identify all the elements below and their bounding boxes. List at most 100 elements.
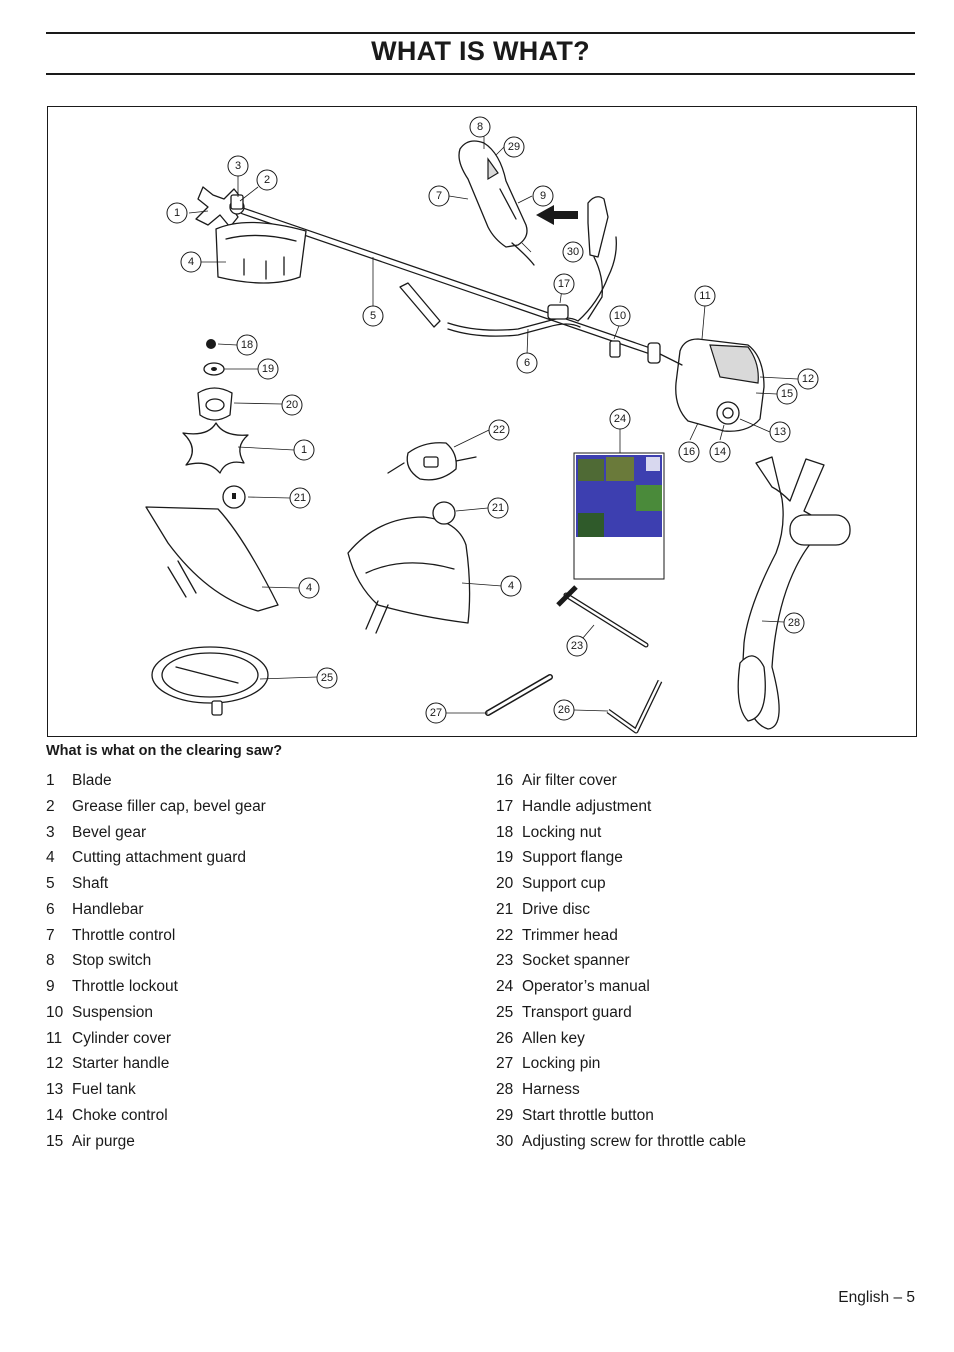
part-label: Throttle control: [72, 926, 176, 944]
svg-text:21: 21: [294, 492, 306, 504]
callout-4b: 4: [298, 577, 320, 599]
part-number: 21: [496, 900, 514, 918]
part-number: 17: [496, 797, 514, 815]
locking-pin: [485, 674, 553, 716]
part-label: Grease filler cap, bevel gear: [72, 797, 266, 815]
callout-24: 24: [609, 408, 631, 430]
svg-text:30: 30: [567, 246, 579, 258]
part-number: 7: [46, 926, 55, 944]
part-label: Suspension: [72, 1003, 154, 1021]
callout-18: 18: [236, 334, 258, 356]
part-label: Air filter cover: [522, 772, 617, 789]
part-label: Cylinder cover: [72, 1029, 172, 1047]
svg-text:20: 20: [286, 399, 298, 411]
callout-29: 29: [503, 136, 525, 158]
blade-guard: [215, 221, 307, 284]
callout-25: 25: [316, 667, 338, 689]
socket-spanner: [556, 585, 649, 648]
part-label: Choke control: [72, 1106, 168, 1124]
part-number: 24: [496, 978, 514, 995]
callout-9: 9: [532, 185, 554, 207]
part-number: 11: [46, 1029, 63, 1047]
svg-text:4: 4: [508, 580, 514, 592]
svg-text:1: 1: [301, 444, 307, 456]
callout-5: 5: [362, 305, 384, 327]
svg-text:25: 25: [321, 672, 333, 684]
locking-nut: [206, 339, 216, 349]
part-number: 25: [496, 1003, 514, 1021]
svg-text:4: 4: [306, 582, 312, 594]
part-list-item: 28 Harness: [496, 1081, 746, 1107]
part-label: Shaft: [72, 875, 109, 892]
part-label: Transport guard: [522, 1003, 632, 1021]
svg-text:22: 22: [493, 424, 505, 436]
callout-13: 13: [769, 421, 791, 443]
part-label: Bevel gear: [72, 823, 147, 841]
part-number: 15: [46, 1132, 64, 1150]
shaft: [239, 207, 660, 357]
callout-21b: 21: [487, 497, 509, 519]
part-number: 9: [46, 978, 55, 995]
svg-text:9: 9: [540, 190, 546, 202]
callout-12: 12: [797, 368, 819, 390]
callout-6: 6: [516, 352, 538, 374]
callout-11: 11: [694, 285, 716, 307]
svg-text:4: 4: [188, 256, 194, 268]
part-label: Harness: [522, 1081, 580, 1098]
part-label: Start throttle button: [522, 1106, 654, 1124]
part-number: 20: [496, 875, 514, 892]
svg-text:24: 24: [614, 413, 626, 425]
svg-text:27: 27: [430, 707, 442, 719]
svg-text:12: 12: [802, 373, 814, 385]
part-label: Adjusting screw for throttle cable: [522, 1132, 746, 1150]
part-list-item: 7 Throttle control: [46, 927, 266, 953]
support-flange: [203, 362, 225, 376]
handlebar: [399, 236, 617, 337]
page-title: WHAT IS WHAT?: [371, 36, 590, 66]
callout-14: 14: [709, 441, 731, 463]
svg-text:29: 29: [508, 141, 520, 153]
part-number: 3: [46, 823, 55, 841]
transport-guard: [151, 646, 269, 716]
part-list-item: 25 Transport guard: [496, 1004, 746, 1030]
part-number: 28: [496, 1081, 514, 1098]
part-label: Locking nut: [522, 823, 602, 841]
part-label: Blade: [72, 772, 112, 789]
part-list-item: 6 Handlebar: [46, 901, 266, 927]
callout-1b: 1: [293, 439, 315, 461]
callout-30: 30: [562, 241, 584, 263]
part-number: 23: [496, 952, 514, 970]
part-number: 8: [46, 952, 55, 970]
callout-10: 10: [609, 305, 631, 327]
parts-diagram: 1 2 3 4 5 6 7 8 9 10 11 12 13 14 15 16 1…: [47, 106, 917, 737]
part-number: 12: [46, 1055, 64, 1073]
part-list-item: 3 Bevel gear: [46, 824, 266, 850]
svg-text:7: 7: [436, 190, 442, 202]
svg-text:8: 8: [477, 121, 483, 133]
part-number: 6: [46, 900, 55, 918]
svg-text:10: 10: [614, 310, 626, 322]
callout-19: 19: [257, 358, 279, 380]
direction-arrow: [536, 205, 578, 225]
callout-28: 28: [783, 612, 805, 634]
part-number: 30: [496, 1132, 514, 1150]
svg-text:17: 17: [558, 278, 570, 290]
callout-26: 26: [553, 699, 575, 721]
part-label: Handlebar: [72, 900, 144, 918]
part-number: 1: [46, 772, 55, 789]
right-grip: [587, 196, 609, 320]
part-number: 29: [496, 1106, 514, 1124]
operators-manual: [573, 452, 665, 580]
svg-text:14: 14: [714, 446, 726, 458]
part-number: 13: [46, 1081, 64, 1098]
